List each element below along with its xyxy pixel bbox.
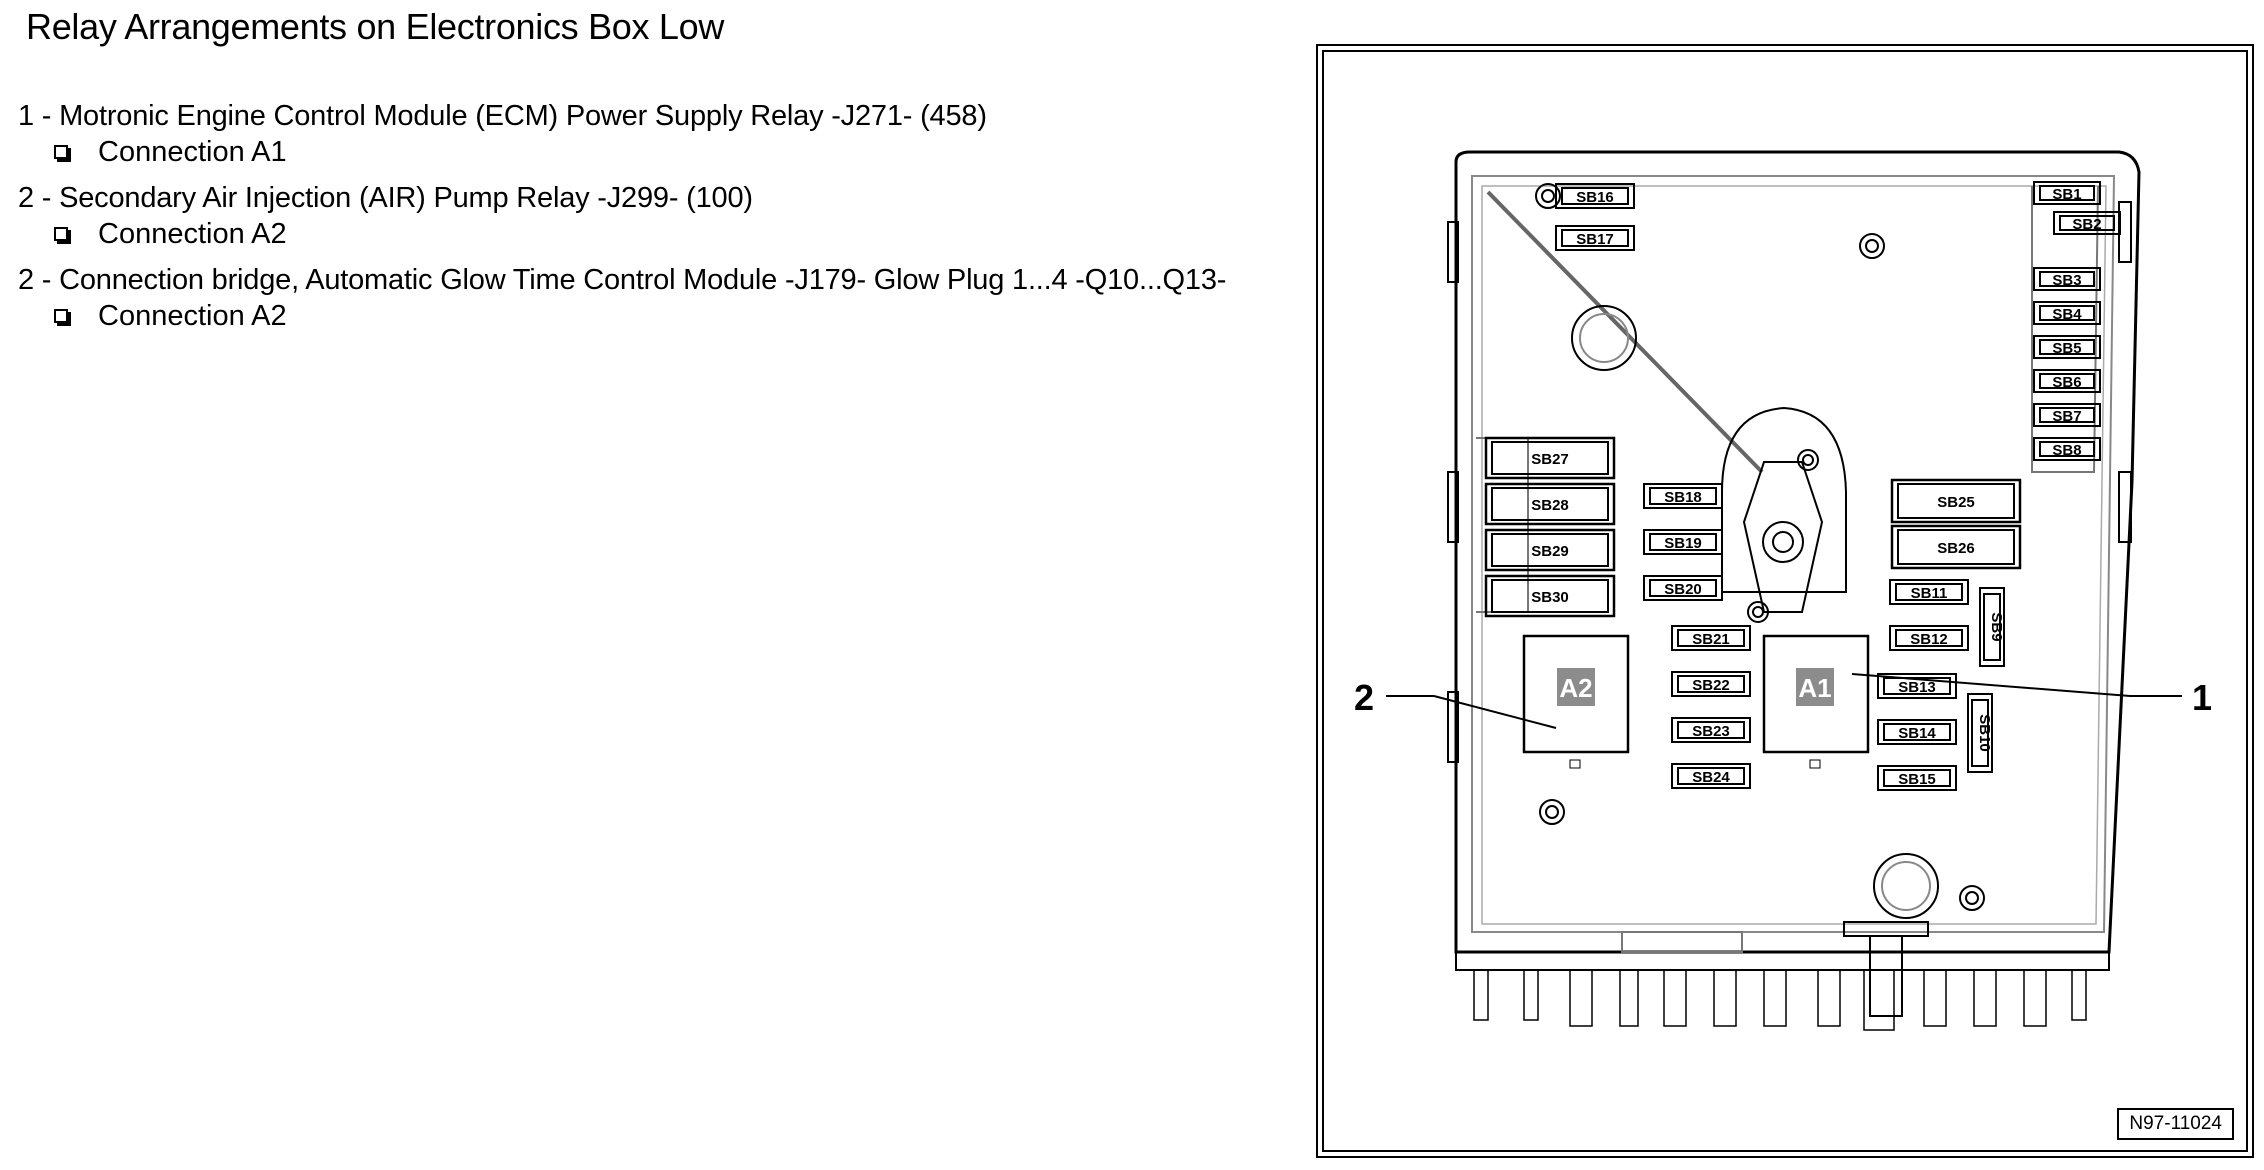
fuse-label: SB6 xyxy=(2052,374,2081,391)
fuse-label: SB1 xyxy=(2052,186,2081,203)
callout-1-label: 1 xyxy=(2192,677,2212,718)
legend-sub-label: Connection A1 xyxy=(98,136,287,168)
fuse-label: SB21 xyxy=(1692,631,1730,648)
legend-sub-label: Connection A2 xyxy=(98,218,287,250)
callout-2-label: 2 xyxy=(1354,677,1374,718)
relay-a2-socket: A2 xyxy=(1522,634,1630,769)
fuse-label: SB22 xyxy=(1692,677,1730,694)
fuse-label: SB14 xyxy=(1898,725,1936,742)
legend-sub-item: Connection A2 xyxy=(18,216,1298,252)
fuse-label: SB2 xyxy=(2072,216,2101,233)
relay-a2-marker xyxy=(1557,668,1595,706)
fuse-group-right-lower: SB11 SB12 SB13 SB14 SB15 SB9 SB10 xyxy=(1877,579,2005,791)
fuse-label: SB5 xyxy=(2052,340,2081,357)
legend-sub-item: Connection A2 xyxy=(18,298,1298,334)
fuse-group-top: SB16 SB17 xyxy=(1555,183,1635,251)
fuse-label: SB13 xyxy=(1898,679,1936,696)
relay-a1-marker xyxy=(1796,668,1834,706)
fuse-label: SB18 xyxy=(1664,489,1702,506)
fuse-label: SB12 xyxy=(1910,631,1948,648)
checkbox-bullet-icon xyxy=(54,309,68,323)
fuse-label: SB25 xyxy=(1937,494,1975,511)
page-title: Relay Arrangements on Electronics Box Lo… xyxy=(26,6,725,47)
figure-code-badge: N97-11024 xyxy=(2117,1108,2234,1140)
fuse-group-large-right: SB25 SB26 xyxy=(1890,478,2022,570)
box-housing xyxy=(1447,150,2141,1031)
fuse-label: SB9 xyxy=(1988,612,2005,641)
fuse-label: SB17 xyxy=(1576,231,1614,248)
fuse-label: SB11 xyxy=(1911,585,1948,602)
legend-item-label: 1 - Motronic Engine Control Module (ECM)… xyxy=(18,100,987,132)
fuse-label: SB30 xyxy=(1531,589,1569,606)
fuse-label: SB4 xyxy=(2052,306,2082,323)
fuse-group-middle: SB18 SB19 SB20 SB21 SB22 SB23 SB24 xyxy=(1643,483,1751,789)
callout-1: 1 xyxy=(1851,673,2212,718)
relay-a1-label: A1 xyxy=(1798,673,1831,703)
callout-2: 2 xyxy=(1354,677,1557,729)
checkbox-bullet-icon xyxy=(54,145,68,159)
legend-item-1: 1 - Motronic Engine Control Module (ECM)… xyxy=(18,98,1298,170)
legend-sub-label: Connection A2 xyxy=(98,300,287,332)
legend-item-label: 2 - Secondary Air Injection (AIR) Pump R… xyxy=(18,182,753,214)
fuse-group-right-column: SB1 SB2 SB3 SB4 SB5 SB6 SB7 SB8 xyxy=(2033,181,2121,461)
fuse-label: SB8 xyxy=(2052,442,2081,459)
fuse-label: SB28 xyxy=(1531,497,1569,514)
fuse-label: SB7 xyxy=(2052,408,2081,425)
figure-outer-frame xyxy=(1316,44,2254,1158)
fuse-label: SB16 xyxy=(1576,189,1614,206)
legend-item-3: 2 - Connection bridge, Automatic Glow Ti… xyxy=(18,262,1298,334)
fuse-label: SB10 xyxy=(1976,714,1993,752)
fuse-label: SB27 xyxy=(1531,451,1569,468)
legend-list: 1 - Motronic Engine Control Module (ECM)… xyxy=(18,98,1298,344)
figure-panel: A2 A1 SB27 SB28 SB29 SB30 SB25 SB26 xyxy=(1322,50,2248,1152)
relay-a2-label: A2 xyxy=(1559,673,1592,703)
fuse-label: SB3 xyxy=(2052,272,2081,289)
relay-a1-socket: A1 xyxy=(1762,634,1870,769)
fuse-label: SB15 xyxy=(1898,771,1936,788)
fuse-label: SB20 xyxy=(1664,581,1702,598)
checkbox-bullet-icon xyxy=(54,227,68,241)
fuse-label: SB29 xyxy=(1531,543,1569,560)
fuse-label: SB24 xyxy=(1692,769,1730,786)
legend-item-2: 2 - Secondary Air Injection (AIR) Pump R… xyxy=(18,180,1298,252)
fuse-label: SB19 xyxy=(1664,535,1702,552)
fuse-label: SB23 xyxy=(1692,723,1730,740)
fuse-group-large-left: SB27 SB28 SB29 SB30 xyxy=(1484,436,1616,618)
electronics-box-diagram: A2 A1 SB27 SB28 SB29 SB30 SB25 SB26 xyxy=(1354,150,2212,1031)
legend-sub-item: Connection A1 xyxy=(18,134,1298,170)
legend-item-label: 2 - Connection bridge, Automatic Glow Ti… xyxy=(18,264,1227,296)
fuse-label: SB26 xyxy=(1937,540,1975,557)
